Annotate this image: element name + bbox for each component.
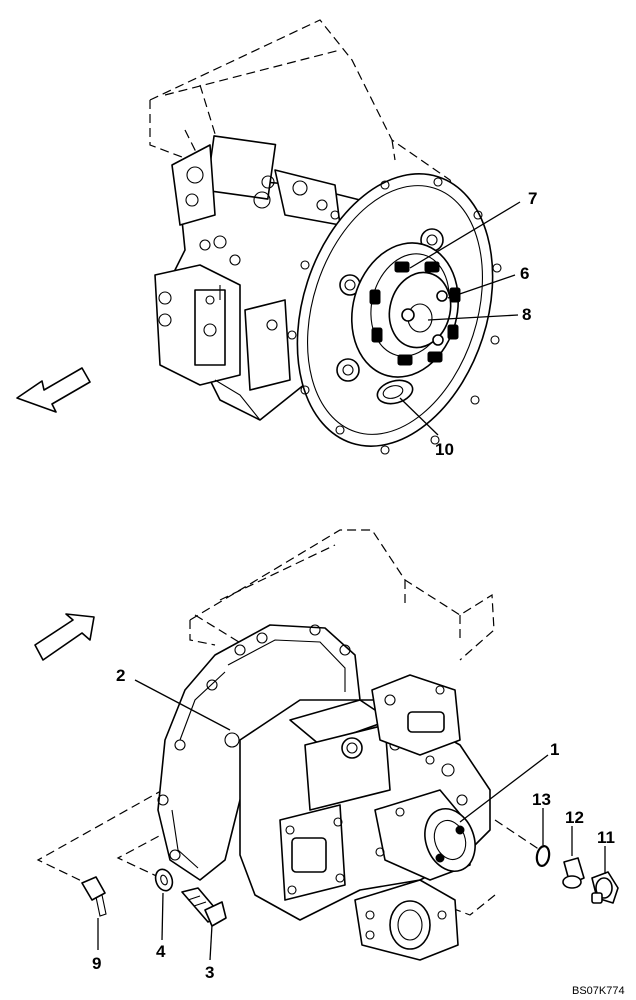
o-ring-13 xyxy=(535,844,551,868)
top-coupling xyxy=(350,242,461,378)
callout-4: 4 xyxy=(156,942,166,961)
callout-1: 1 xyxy=(550,740,559,759)
top-view xyxy=(16,19,521,455)
callout-3: 3 xyxy=(205,963,214,982)
callout-9: 9 xyxy=(92,954,101,973)
bottom-pump-body xyxy=(239,674,491,961)
front-direction-arrow-bottom xyxy=(34,613,95,661)
bolt-3 xyxy=(181,887,227,927)
bottom-flywheel-housing xyxy=(157,624,361,881)
callout-10: 10 xyxy=(435,440,454,459)
front-direction-arrow-top xyxy=(16,367,91,413)
callout-labels: 7 6 8 10 2 1 13 12 11 9 4 3 xyxy=(92,189,615,982)
washer-4 xyxy=(154,868,174,892)
callout-13: 13 xyxy=(532,790,551,809)
fitting-11 xyxy=(591,871,619,904)
callout-7: 7 xyxy=(528,189,537,208)
top-plug xyxy=(376,379,414,405)
callout-12: 12 xyxy=(565,808,584,827)
bottom-view xyxy=(34,529,619,961)
top-pump-body xyxy=(154,135,371,421)
callout-8: 8 xyxy=(522,305,531,324)
drawing-reference-code: BS07K774 xyxy=(572,985,625,997)
bottom-leader-lines xyxy=(97,679,606,961)
bolt-9 xyxy=(81,876,107,917)
top-leader-lines xyxy=(399,201,521,436)
fitting-12 xyxy=(562,857,585,889)
callout-11: 11 xyxy=(597,828,615,847)
callout-6: 6 xyxy=(520,264,529,283)
callout-2: 2 xyxy=(116,666,125,685)
